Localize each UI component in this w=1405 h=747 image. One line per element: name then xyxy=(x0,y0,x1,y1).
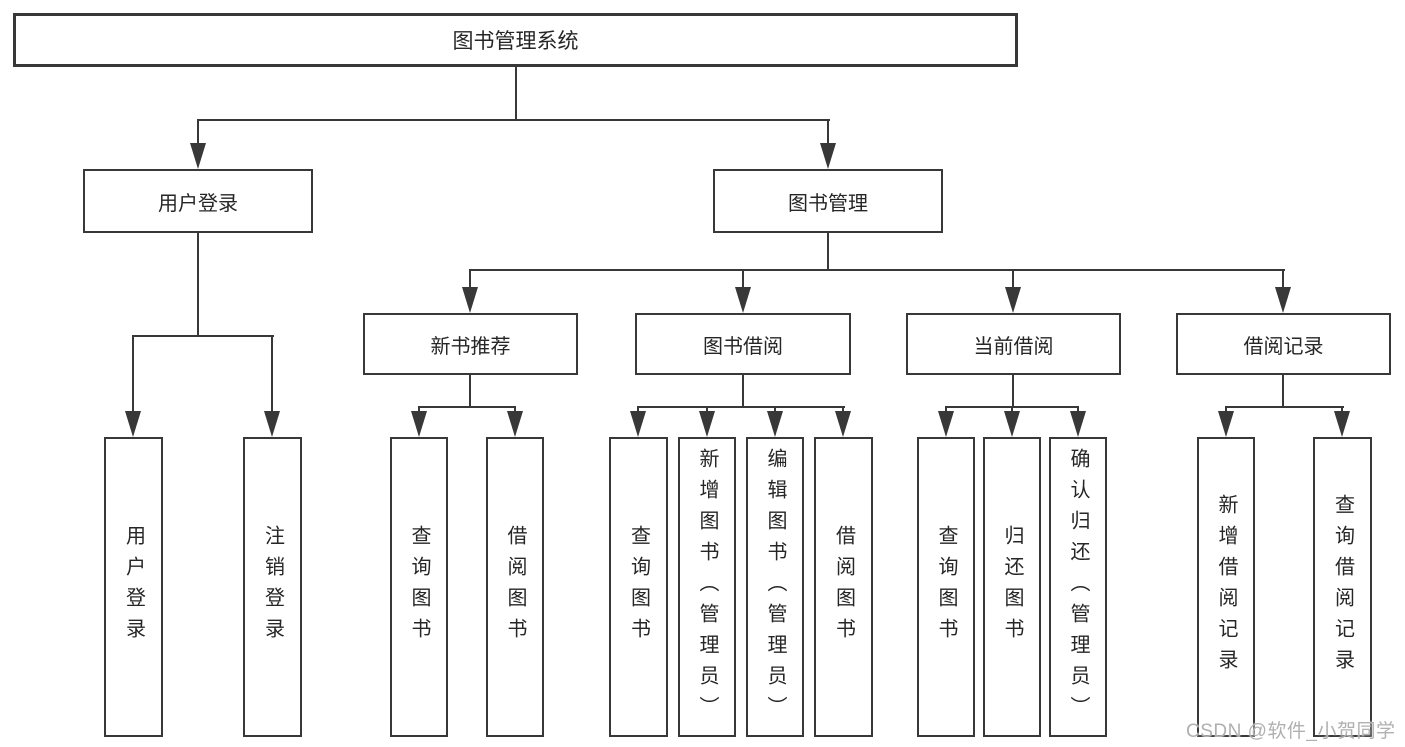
node-label: 编辑图书（管理员） xyxy=(764,447,786,727)
connector-line xyxy=(271,335,273,413)
leaf-recommend-query-books: 查询图书 xyxy=(390,437,448,737)
arrow-down-icon xyxy=(767,411,783,437)
node-label: 确认归还（管理员） xyxy=(1067,447,1089,727)
connector-line xyxy=(418,406,516,408)
connector-line xyxy=(842,406,844,415)
node-label: 图书管理系统 xyxy=(452,30,579,53)
connector-line xyxy=(1012,269,1014,291)
leaf-logout: 注销登录 xyxy=(243,437,302,737)
connector-line xyxy=(1225,406,1344,408)
arrow-down-icon xyxy=(1218,411,1234,437)
node-user-login-branch: 用户登录 xyxy=(83,169,313,233)
node-label: 借阅图书 xyxy=(504,525,526,649)
node-label: 用户登录 xyxy=(158,192,238,215)
connector-line xyxy=(827,119,829,147)
node-label: 查询图书 xyxy=(935,525,957,649)
node-label: 新增借阅记录 xyxy=(1215,494,1237,680)
arrow-down-icon xyxy=(264,411,280,437)
node-label: 查询图书 xyxy=(627,525,650,649)
node-label: 查询图书 xyxy=(408,525,430,649)
leaf-current-confirm-return-admin: 确认归还（管理员） xyxy=(1049,437,1107,737)
arrow-down-icon xyxy=(1334,411,1350,437)
connector-line xyxy=(637,406,639,415)
connector-line xyxy=(774,406,776,415)
leaf-borrowing-add-books-admin: 新增图书（管理员） xyxy=(678,437,736,737)
node-current-borrowing: 当前借阅 xyxy=(906,313,1121,375)
arrow-down-icon xyxy=(507,411,523,437)
connector-line xyxy=(197,119,830,121)
connector-line xyxy=(742,269,744,291)
connector-line xyxy=(197,119,199,147)
connector-line xyxy=(742,375,744,407)
leaf-records-add-record: 新增借阅记录 xyxy=(1197,437,1255,737)
leaf-borrowing-query-books: 查询图书 xyxy=(609,437,668,737)
arrow-down-icon xyxy=(835,411,851,437)
arrow-down-icon xyxy=(1004,411,1020,437)
connector-line xyxy=(132,335,134,413)
leaf-borrowing-borrow-books: 借阅图书 xyxy=(814,437,873,737)
connector-line xyxy=(827,233,829,271)
node-label: 当前借阅 xyxy=(973,335,1054,358)
node-label: 用户登录 xyxy=(122,525,145,649)
connector-line xyxy=(469,375,471,407)
arrow-down-icon xyxy=(630,411,646,437)
connector-line xyxy=(706,406,708,415)
node-book-borrowing: 图书借阅 xyxy=(635,313,851,375)
leaf-current-return-books: 归还图书 xyxy=(983,437,1041,737)
connector-line xyxy=(469,269,1285,271)
node-label: 归还图书 xyxy=(1001,525,1023,649)
node-label: 查询借阅记录 xyxy=(1331,494,1354,680)
arrow-down-icon xyxy=(1005,287,1021,313)
connector-line xyxy=(637,406,845,408)
connector-line xyxy=(197,233,199,337)
connector-line xyxy=(418,406,420,415)
connector-line xyxy=(1341,406,1343,415)
leaf-records-query-record: 查询借阅记录 xyxy=(1313,437,1372,737)
arrow-down-icon xyxy=(735,287,751,313)
node-label: 新增图书（管理员） xyxy=(696,447,718,727)
connector-line xyxy=(515,67,517,120)
connector-line xyxy=(469,269,471,291)
leaf-borrowing-edit-books-admin: 编辑图书（管理员） xyxy=(746,437,804,737)
node-root-system: 图书管理系统 xyxy=(13,13,1018,67)
csdn-watermark: CSDN @软件_小贺同学 xyxy=(1186,721,1396,742)
connector-line xyxy=(1011,406,1013,415)
arrow-down-icon xyxy=(938,411,954,437)
leaf-recommend-borrow-books: 借阅图书 xyxy=(486,437,544,737)
connector-line xyxy=(1077,406,1079,415)
node-label: 借阅图书 xyxy=(832,525,855,649)
node-label: 图书管理 xyxy=(788,192,868,215)
node-borrowing-records: 借阅记录 xyxy=(1176,313,1391,375)
connector-line xyxy=(1225,406,1227,415)
leaf-current-query-books: 查询图书 xyxy=(917,437,975,737)
node-label: 借阅记录 xyxy=(1243,335,1324,358)
connector-line xyxy=(1012,375,1014,407)
node-label: 注销登录 xyxy=(261,525,284,649)
connector-line xyxy=(945,406,947,415)
arrow-down-icon xyxy=(699,411,715,437)
node-book-management-branch: 图书管理 xyxy=(713,169,943,233)
node-label: 新书推荐 xyxy=(430,335,511,358)
connector-line xyxy=(1282,269,1284,291)
connector-line xyxy=(132,335,274,337)
arrow-down-icon xyxy=(190,143,206,169)
connector-line xyxy=(514,406,516,415)
arrow-down-icon xyxy=(1275,287,1291,313)
node-label: 图书借阅 xyxy=(703,335,783,358)
arrow-down-icon xyxy=(820,143,836,169)
arrow-down-icon xyxy=(125,411,141,437)
connector-line xyxy=(1282,375,1284,407)
leaf-user-login: 用户登录 xyxy=(104,437,163,737)
arrow-down-icon xyxy=(411,411,427,437)
arrow-down-icon xyxy=(1070,411,1086,437)
arrow-down-icon xyxy=(462,287,478,313)
node-new-book-recommend: 新书推荐 xyxy=(363,313,578,375)
